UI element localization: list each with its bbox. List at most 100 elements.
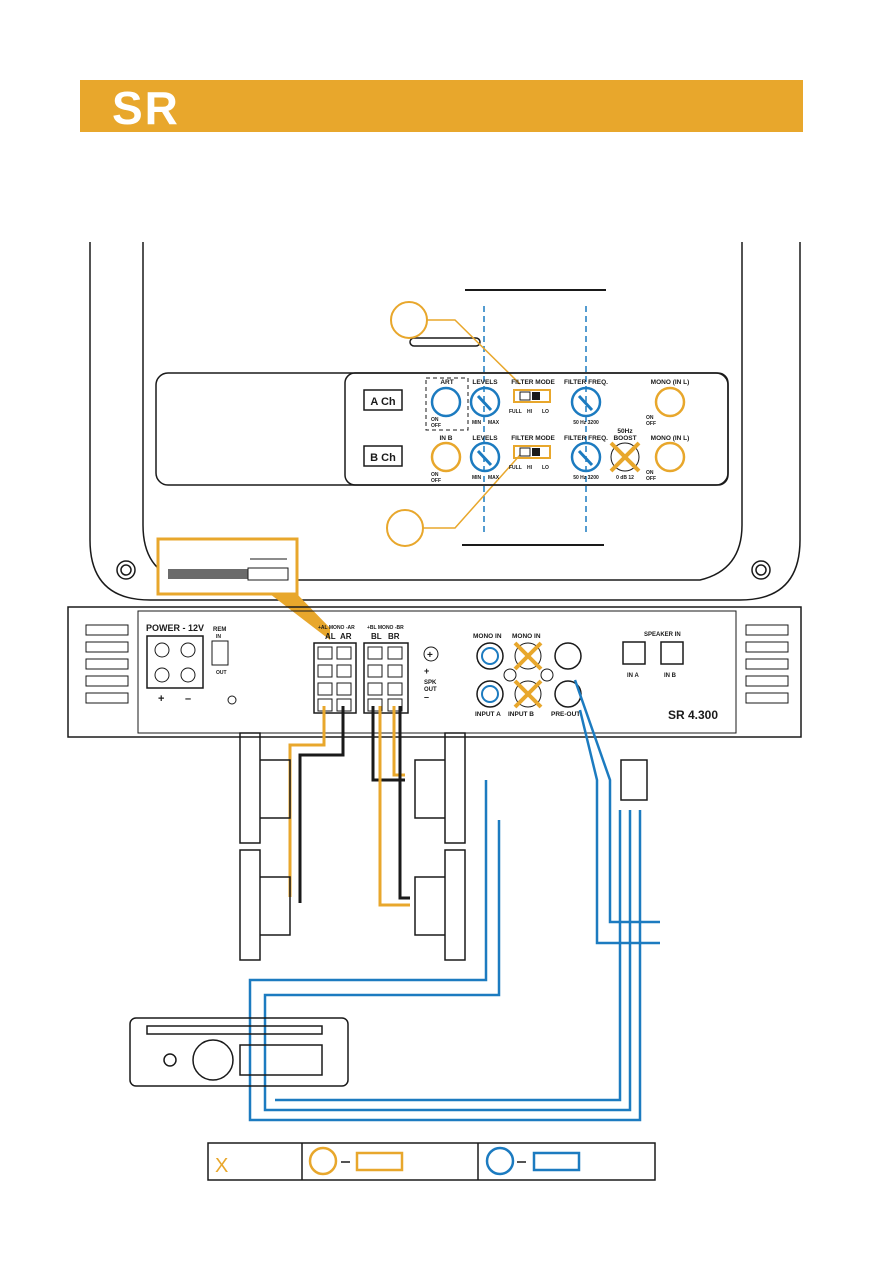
svg-text:LO: LO: [542, 465, 549, 471]
speakers: [239, 732, 466, 961]
head-unit: [129, 1017, 349, 1087]
wire-strip-callout: [156, 537, 330, 640]
mono-in-label-2: MONO IN: [512, 633, 541, 640]
rem-label: REM: [213, 627, 226, 633]
rem-terminal[interactable]: [211, 640, 229, 666]
svg-text:AL: AL: [325, 632, 336, 641]
control-panel: A Ch B Ch ART ON OFF IN B ON OFF LEVELS …: [155, 372, 729, 486]
input-b-label: INPUT B: [508, 711, 534, 718]
power-label: POWER - 12V: [146, 623, 204, 633]
svg-text:–: –: [185, 693, 191, 705]
speaker-in-a-port[interactable]: [622, 641, 646, 665]
svg-text:–: –: [424, 692, 429, 702]
in-b-label: IN B: [440, 435, 453, 442]
svg-text:+AL MONO -AR: +AL MONO -AR: [318, 625, 355, 631]
legend-blue-rect: [532, 1151, 581, 1172]
svg-text:IN: IN: [216, 634, 221, 640]
mono-b-switch[interactable]: [654, 441, 686, 473]
svg-text:0 dB 12: 0 dB 12: [616, 475, 634, 481]
input-a-label: INPUT A: [475, 711, 501, 718]
svg-text:HI: HI: [527, 409, 533, 415]
callout-circle-top: [390, 301, 428, 339]
b-ch-label: B Ch: [370, 452, 396, 464]
svg-text:OUT: OUT: [424, 687, 437, 693]
a-ch-label: A Ch: [370, 396, 396, 408]
svg-text:OFF: OFF: [646, 476, 656, 482]
mono-b-label: MONO (IN L): [651, 435, 690, 442]
svg-text:BL: BL: [371, 632, 382, 641]
svg-text:MIN: MIN: [472, 475, 482, 481]
svg-text:ON: ON: [431, 417, 439, 423]
svg-text:ON: ON: [431, 472, 439, 478]
art-label: ART: [440, 379, 453, 386]
svg-text:OFF: OFF: [646, 421, 656, 427]
callout-circle-bottom: [386, 509, 424, 547]
amplifier-top: [89, 242, 801, 601]
legend-orange-rect: [355, 1151, 404, 1172]
filter-mode-a-switch[interactable]: [513, 389, 551, 403]
legend: X: [207, 1142, 656, 1181]
svg-text:+BL MONO -BR: +BL MONO -BR: [367, 625, 404, 631]
in-b-switch[interactable]: [430, 441, 462, 473]
filter-mode-a-label: FILTER MODE: [511, 379, 555, 386]
boost-label: BOOST: [613, 435, 636, 442]
svg-text:IN B: IN B: [664, 673, 677, 679]
brand-logo: SR: [112, 82, 180, 134]
filter-mode-b-switch[interactable]: [513, 445, 551, 459]
svg-text:ON: ON: [646, 415, 654, 421]
mono-in-rca[interactable]: [476, 642, 504, 670]
header-bar: [80, 80, 803, 132]
svg-text:+: +: [424, 666, 429, 676]
svg-text:IN A: IN A: [627, 673, 639, 679]
filter-freq-a-knob[interactable]: [570, 386, 602, 418]
legend-blue-circle: [485, 1146, 515, 1176]
svg-text:ON: ON: [646, 470, 654, 476]
boost-title-label: 50Hz: [617, 428, 633, 435]
speaker-in-b-port[interactable]: [660, 641, 684, 665]
filter-mode-b-label: FILTER MODE: [511, 435, 555, 442]
svg-text:OUT: OUT: [216, 670, 227, 676]
svg-text:+: +: [158, 693, 164, 705]
svg-text:FULL: FULL: [509, 409, 522, 415]
levels-b-label: LEVELS: [472, 435, 498, 442]
pre-out-label: PRE-OUT: [551, 711, 580, 718]
svg-text:OFF: OFF: [431, 478, 441, 484]
art-switch[interactable]: [430, 386, 462, 418]
svg-text:50 Hz 3200: 50 Hz 3200: [573, 475, 599, 481]
svg-text:+: +: [427, 650, 433, 661]
speaker-in-harness-plug: [620, 759, 648, 801]
filter-freq-b-knob[interactable]: [570, 441, 602, 473]
legend-x-mark: X: [215, 1155, 228, 1177]
svg-text:MAX: MAX: [488, 420, 500, 426]
svg-text:FULL: FULL: [509, 465, 522, 471]
svg-text:AR: AR: [340, 632, 352, 641]
speaker-wires: [288, 706, 410, 907]
levels-a-knob[interactable]: [469, 386, 501, 418]
rear-panel: POWER - 12V + – REM IN OUT +AL MONO -AR …: [67, 606, 802, 738]
mono-a-label: MONO (IN L): [651, 379, 690, 386]
svg-text:BR: BR: [388, 632, 400, 641]
pre-out-l-rca[interactable]: [554, 642, 582, 670]
svg-text:MIN: MIN: [472, 420, 482, 426]
legend-orange-circle: [308, 1146, 338, 1176]
bass-boost-knob[interactable]: [610, 442, 640, 472]
signal-wires: [248, 679, 660, 1122]
svg-text:LO: LO: [542, 409, 549, 415]
svg-text:50 Hz 3200: 50 Hz 3200: [573, 420, 599, 426]
model-label: SR 4.300: [668, 708, 718, 722]
mono-in-label-1: MONO IN: [473, 633, 502, 640]
speaker-terminal-a[interactable]: [313, 642, 357, 714]
mono-a-switch[interactable]: [654, 386, 686, 418]
levels-b-knob[interactable]: [469, 441, 501, 473]
svg-text:OFF: OFF: [431, 423, 441, 429]
filter-freq-b-label: FILTER FREQ.: [564, 435, 608, 442]
input-a-rca[interactable]: [476, 680, 504, 708]
filter-freq-a-label: FILTER FREQ.: [564, 379, 608, 386]
speaker-in-label: SPEAKER IN: [644, 632, 681, 638]
svg-text:SPK: SPK: [424, 680, 437, 686]
power-terminal[interactable]: [146, 635, 204, 689]
levels-a-label: LEVELS: [472, 379, 498, 386]
svg-text:HI: HI: [527, 465, 533, 471]
speaker-terminal-b[interactable]: [363, 642, 409, 714]
